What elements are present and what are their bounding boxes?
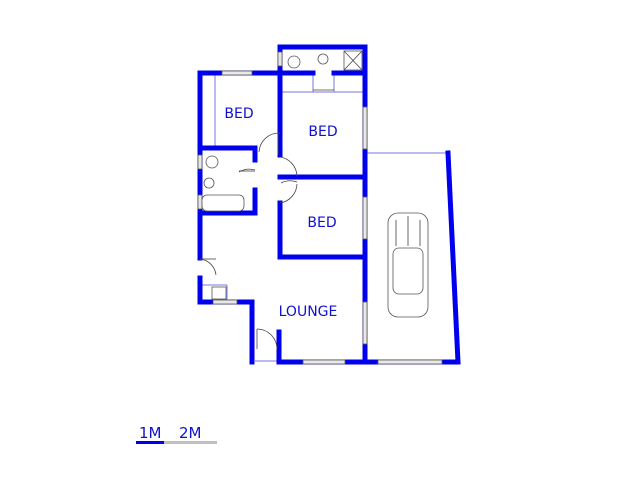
windows [197,51,443,365]
basin-icon [203,177,215,189]
room-label-bed-2: BED [308,124,337,140]
shower-icon [343,50,363,71]
toilet-icon [205,155,219,169]
car-icon [387,212,429,318]
sink-icon [211,286,227,300]
thin-lines [202,73,448,362]
fixtures [201,50,429,318]
room-label-bed-3: BED [307,215,336,231]
scale-label-2m: 2M [179,424,202,442]
room-label-lounge: LOUNGE [279,304,338,320]
scale-bar-segment-1m [136,441,164,444]
basin-icon [317,53,329,65]
scale-label-1m: 1M [139,424,162,442]
bathtub-icon [201,194,245,212]
toilet-icon [287,55,301,69]
doors [199,132,298,350]
scale-bar: 1M 2M [136,424,217,444]
scale-bar-segment-2m [136,441,217,444]
room-label-bed-1: BED [224,106,253,122]
